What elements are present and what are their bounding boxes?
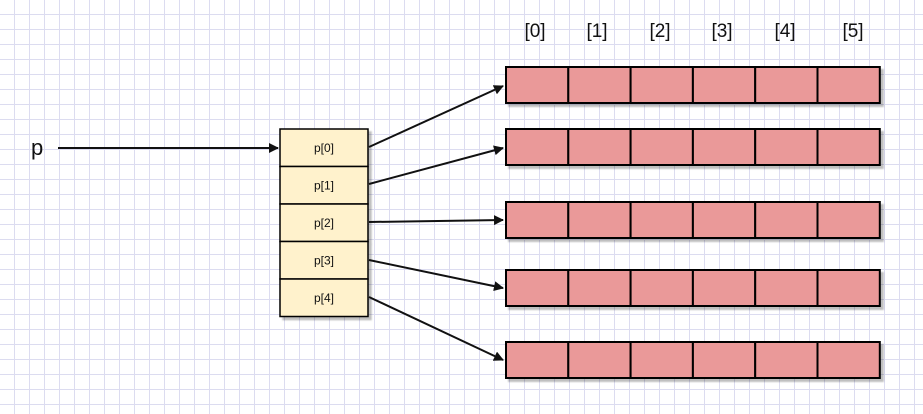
column-index-labels: [0] [1] [2] [3] [4] [5] xyxy=(524,21,863,42)
array-cell xyxy=(505,66,570,104)
row-arrow-3 xyxy=(368,259,504,292)
pointer-cell-label-0: p[0] xyxy=(314,141,334,155)
row-arrow-0 xyxy=(368,85,504,148)
array-cell xyxy=(754,66,819,104)
array-row-1 xyxy=(505,128,881,166)
array-cell xyxy=(629,128,694,166)
column-index-1: [1] xyxy=(586,21,607,42)
array-cell xyxy=(691,128,757,166)
array-cell xyxy=(505,341,570,379)
column-index-5: [5] xyxy=(842,21,863,42)
row-arrow-4 xyxy=(368,296,504,361)
column-index-2: [2] xyxy=(649,21,670,42)
column-index-4: [4] xyxy=(774,21,795,42)
column-index-0: [0] xyxy=(524,21,545,42)
pointer-cell-label-1: p[1] xyxy=(314,178,334,192)
array-cell xyxy=(816,201,881,239)
array-cell xyxy=(691,341,757,379)
array-cell xyxy=(816,128,881,166)
array-cell xyxy=(505,128,570,166)
array-cell xyxy=(754,269,819,307)
array-rows xyxy=(505,66,881,379)
array-cell xyxy=(754,201,819,239)
pointer-cell-label-4: p[4] xyxy=(314,291,334,305)
row-arrow-1 xyxy=(368,145,504,185)
array-cell xyxy=(629,269,694,307)
pointer-cell-4 xyxy=(279,278,369,318)
array-cell xyxy=(691,66,757,104)
array-cell xyxy=(567,201,632,239)
array-row-3 xyxy=(505,269,881,307)
array-cell xyxy=(816,66,881,104)
array-cell xyxy=(505,201,570,239)
array-cell xyxy=(567,341,632,379)
array-cell xyxy=(567,66,632,104)
pointer-cell-label-2: p[2] xyxy=(314,216,334,230)
array-cell xyxy=(754,128,819,166)
row-arrow-2 xyxy=(368,215,504,226)
array-cell xyxy=(629,201,694,239)
array-cell xyxy=(816,269,881,307)
row-arrows xyxy=(368,85,504,361)
pointer-cell-1 xyxy=(279,165,369,205)
array-cell xyxy=(816,341,881,379)
array-cell xyxy=(691,269,757,307)
array-row-4 xyxy=(505,341,881,379)
array-cell xyxy=(629,66,694,104)
pointer-cells-group xyxy=(279,128,369,318)
array-cell xyxy=(691,201,757,239)
array-cell xyxy=(567,269,632,307)
array-row-0 xyxy=(505,66,881,104)
column-index-3: [3] xyxy=(711,21,732,42)
array-cell xyxy=(567,128,632,166)
array-cell xyxy=(629,341,694,379)
pointer-variable-label: p xyxy=(31,135,43,160)
pointer-cell-label-3: p[3] xyxy=(314,253,334,267)
array-row-2 xyxy=(505,201,881,239)
pointer-array: p[0] p[1] p[2] p[3] p[4] xyxy=(279,128,369,318)
array-cell xyxy=(505,269,570,307)
array-cell xyxy=(754,341,819,379)
